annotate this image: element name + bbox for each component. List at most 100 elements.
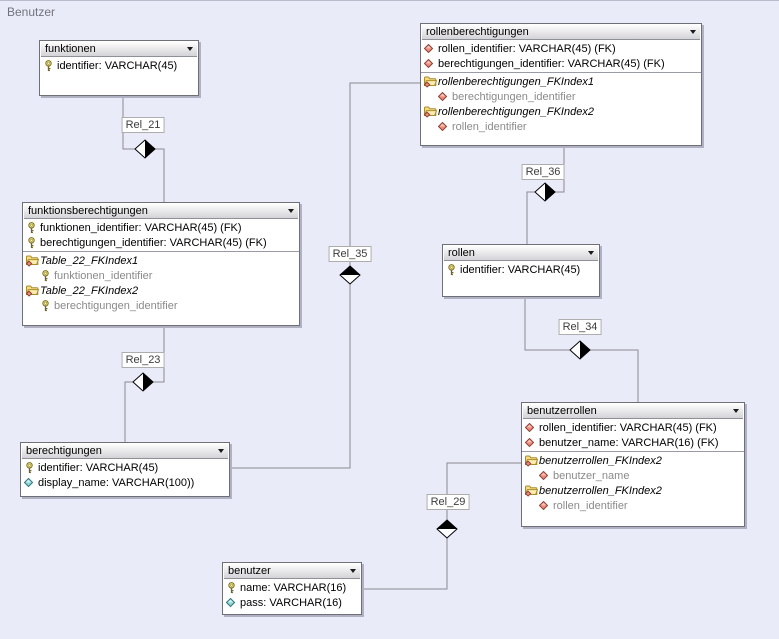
relation-label-rel-36[interactable]: Rel_36	[521, 164, 565, 180]
column-text: rollen_identifier	[553, 499, 628, 512]
index-folder-icon	[424, 76, 438, 88]
table-funktionen[interactable]: funktionen identifier: VARCHAR(45)	[39, 40, 199, 96]
key-icon	[40, 269, 54, 282]
cardinality-diamond-rel-35[interactable]	[339, 265, 361, 285]
fk-diamond-icon	[539, 501, 553, 510]
key-icon	[24, 461, 38, 474]
table-header[interactable]: benutzer	[224, 564, 360, 579]
diagram-title: Benutzer	[7, 5, 56, 19]
index-row: rollenberechtigungen_FKIndex2	[421, 104, 701, 119]
relation-label-rel-29[interactable]: Rel_29	[426, 494, 470, 510]
table-title: benutzerrollen	[527, 405, 597, 417]
table-rollen[interactable]: rollen identifier: VARCHAR(45)	[442, 244, 600, 297]
index-folder-icon	[26, 285, 40, 297]
table-funktionsberechtigungen[interactable]: funktionsberechtigungen funktionen_identi…	[22, 202, 300, 326]
relation-label-rel-35[interactable]: Rel_35	[328, 246, 372, 262]
cardinality-diamond-rel-23[interactable]	[132, 372, 154, 392]
index-folder-icon	[525, 485, 539, 497]
index-column-row: funktionen_identifier	[23, 268, 299, 283]
table-benutzer[interactable]: benutzer name: VARCHAR(16) pass: VARCHAR(1…	[222, 562, 362, 615]
column-row: display_name: VARCHAR(100))	[21, 475, 229, 490]
column-text: identifier: VARCHAR(45)	[57, 59, 178, 72]
relation-label-rel-23[interactable]: Rel_23	[121, 352, 165, 368]
index-section: rollenberechtigungen_FKIndex1 berechtigun…	[421, 72, 701, 134]
fk-diamond-icon	[438, 122, 452, 131]
index-row: rollenberechtigungen_FKIndex1	[421, 74, 701, 89]
table-title: benutzer	[228, 565, 271, 577]
table-body: identifier: VARCHAR(45)display_name: VAR…	[21, 459, 229, 496]
table-title: berechtigungen	[26, 445, 102, 457]
table-body: funktionen_identifier: VARCHAR(45) (FK) b…	[23, 219, 299, 325]
table-body: rollen_identifier: VARCHAR(45) (FK)benut…	[522, 419, 744, 526]
table-body: identifier: VARCHAR(45)	[443, 261, 599, 296]
cardinality-diamond-rel-34[interactable]	[569, 340, 591, 360]
table-header[interactable]: berechtigungen	[22, 444, 228, 459]
fk-diamond-icon	[525, 438, 539, 447]
table-header[interactable]: benutzerrollen	[523, 404, 743, 419]
attribute-diamond-icon	[24, 478, 38, 487]
relation-label-rel-21[interactable]: Rel_21	[121, 117, 165, 133]
table-header[interactable]: rollen	[444, 246, 598, 261]
attribute-diamond-icon	[226, 598, 240, 607]
fk-diamond-icon	[438, 92, 452, 101]
cardinality-diamond-rel-29[interactable]	[436, 519, 458, 539]
cardinality-diamond-rel-21[interactable]	[134, 139, 156, 159]
column-text: display_name: VARCHAR(100))	[38, 476, 195, 489]
column-text: pass: VARCHAR(16)	[240, 596, 342, 609]
table-body: identifier: VARCHAR(45)	[40, 57, 198, 95]
column-row: rollen_identifier: VARCHAR(45) (FK)	[522, 420, 744, 435]
table-title: funktionsberechtigungen	[28, 205, 148, 217]
column-text: berechtigungen_identifier	[452, 90, 576, 103]
index-row: benutzerrollen_FKIndex2	[522, 483, 744, 498]
column-text: benutzer_name: VARCHAR(16) (FK)	[539, 436, 719, 449]
table-header[interactable]: funktionen	[41, 42, 197, 57]
column-text: funktionen_identifier: VARCHAR(45) (FK)	[40, 221, 242, 234]
chevron-down-icon[interactable]	[218, 449, 224, 453]
table-title: funktionen	[45, 43, 96, 55]
index-column-row: rollen_identifier	[421, 119, 701, 134]
table-header[interactable]: rollenberechtigungen	[422, 25, 700, 40]
index-column-row: berechtigungen_identifier	[421, 89, 701, 104]
column-text: rollen_identifier: VARCHAR(45) (FK)	[438, 42, 616, 55]
key-icon	[43, 59, 57, 72]
column-text: identifier: VARCHAR(45)	[460, 263, 581, 276]
key-icon	[40, 299, 54, 312]
column-text: berechtigungen_identifier: VARCHAR(45) (…	[40, 236, 267, 249]
key-icon	[26, 236, 40, 249]
column-row: berechtigungen_identifier: VARCHAR(45) (…	[421, 56, 701, 71]
key-icon	[26, 221, 40, 234]
table-body: name: VARCHAR(16) pass: VARCHAR(16)	[223, 579, 361, 614]
column-row: rollen_identifier: VARCHAR(45) (FK)	[421, 41, 701, 56]
fk-diamond-icon	[424, 59, 438, 68]
index-row: benutzerrollen_FKIndex2	[522, 453, 744, 468]
table-title: rollen	[448, 247, 475, 259]
column-text: berechtigungen_identifier	[54, 299, 178, 312]
column-row: name: VARCHAR(16)	[223, 580, 361, 595]
key-icon	[226, 581, 240, 594]
index-row: Table_22_FKIndex2	[23, 283, 299, 298]
key-icon	[446, 263, 460, 276]
table-body: rollen_identifier: VARCHAR(45) (FK)berec…	[421, 40, 701, 145]
chevron-down-icon[interactable]	[350, 569, 356, 573]
column-text: Table_22_FKIndex1	[40, 254, 139, 267]
column-row: funktionen_identifier: VARCHAR(45) (FK)	[23, 220, 299, 235]
table-title: rollenberechtigungen	[426, 26, 529, 38]
chevron-down-icon[interactable]	[187, 47, 193, 51]
column-row: benutzer_name: VARCHAR(16) (FK)	[522, 435, 744, 450]
column-text: name: VARCHAR(16)	[240, 581, 347, 594]
column-text: rollenberechtigungen_FKIndex1	[438, 75, 594, 88]
table-rollenberechtigungen[interactable]: rollenberechtigungen rollen_identifier: V…	[420, 23, 702, 146]
cardinality-diamond-rel-36[interactable]	[534, 182, 556, 202]
chevron-down-icon[interactable]	[690, 30, 696, 34]
relation-label-rel-34[interactable]: Rel_34	[558, 319, 602, 335]
chevron-down-icon[interactable]	[288, 209, 294, 213]
table-benutzerrollen[interactable]: benutzerrollen rollen_identifier: VARCHAR…	[521, 402, 745, 527]
table-berechtigungen[interactable]: berechtigungen identifier: VARCHAR(45)dis…	[20, 442, 230, 497]
index-row: Table_22_FKIndex1	[23, 253, 299, 268]
chevron-down-icon[interactable]	[588, 251, 594, 255]
chevron-down-icon[interactable]	[733, 409, 739, 413]
table-header[interactable]: funktionsberechtigungen	[24, 204, 298, 219]
